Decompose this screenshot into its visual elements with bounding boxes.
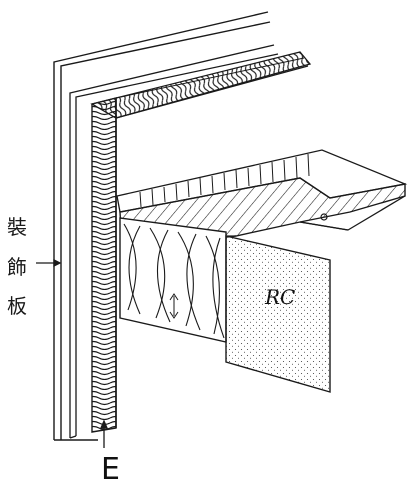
ceiling-strip <box>115 65 309 119</box>
panel-inner-strip <box>69 44 279 439</box>
e-label: E <box>101 452 120 487</box>
decorative-panel-label: 裝 飾 板 <box>7 215 27 318</box>
panel-char-2: 飾 <box>7 255 27 279</box>
panel-char-1: 裝 <box>7 215 27 239</box>
e-leader-line <box>100 419 108 448</box>
panel-leader-line <box>36 258 62 268</box>
insulation-block <box>119 217 227 343</box>
e-layer-ceiling <box>90 51 312 119</box>
rc-label: RC <box>264 285 295 309</box>
e-layer-vertical <box>91 97 117 433</box>
panel-char-3: 板 <box>7 294 27 318</box>
rc-block <box>225 235 331 393</box>
decorative-panel-outline <box>53 11 271 441</box>
